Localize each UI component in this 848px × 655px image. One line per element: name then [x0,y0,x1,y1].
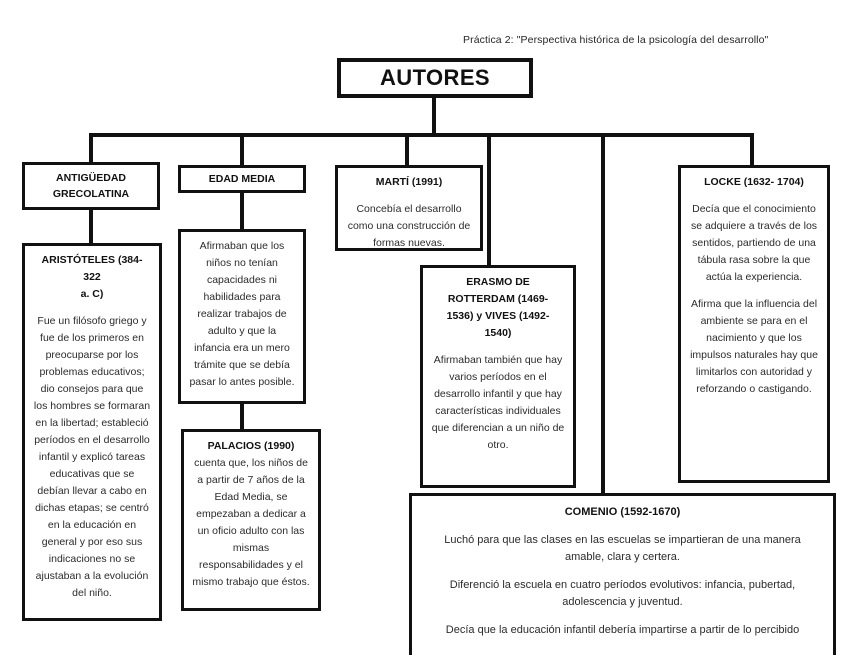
node-locke-title: LOCKE (1632- 1704) [704,176,804,188]
root-node-autores[interactable]: AUTORES [337,58,533,98]
node-edad-media-label: EDAD MEDIA [208,172,276,185]
connector-drop-locke [750,133,754,167]
node-comenio-para1: Luchó para que las clases en las escuela… [444,533,801,564]
node-palacios[interactable]: PALACIOS (1990) cuenta que, los niños de… [181,429,321,611]
node-comenio-para3: Decía que la educación infantil debería … [445,623,800,636]
spacer [33,303,151,313]
node-antiguedad-line1: ANTIGÜEDAD [56,171,126,184]
node-comenio-para2: Diferenció la escuela en cuatro períodos… [449,578,796,609]
root-node-label: AUTORES [380,65,490,90]
spacer [689,286,819,296]
node-palacios-title: PALACIOS (1990) [207,440,295,452]
node-erasmo-title-line3: 1536) y VIVES (1492- [446,310,550,322]
node-palacios-body: cuenta que, los niños de a partir de 7 a… [192,457,310,588]
connector-drop-antiguedad [89,133,93,164]
node-antiguedad-line2: GRECOLATINA [52,188,130,200]
connector-drop-marti [405,133,409,167]
node-erasmo-body: Afirmaban también que hay varios período… [431,354,565,451]
spacer [431,342,565,352]
connector-drop-edad-media [240,133,244,167]
connector-root-stem [432,98,436,136]
node-antiguedad-grecolatina[interactable]: ANTIGÜEDAD GRECOLATINA [22,162,160,210]
node-edad-media-description-body: Afirmaban que los niños no tenían capaci… [189,240,295,388]
node-erasmo-vives[interactable]: ERASMO DE ROTTERDAM (1469- 1536) y VIVES… [420,265,576,488]
node-erasmo-title-line1: ERASMO DE [466,276,530,288]
connector-desc-palacios [240,402,244,431]
node-edad-media[interactable]: EDAD MEDIA [178,165,306,193]
node-comenio[interactable]: COMENIO (1592-1670) Luchó para que las c… [409,493,836,655]
node-aristoteles-body: Fue un filósofo griego y fue de los prim… [33,315,151,599]
connector-edadmedia-desc [240,191,244,231]
node-aristoteles[interactable]: ARISTÓTELES (384- 322 a. C) Fue un filós… [22,243,162,621]
spacer [426,522,819,532]
node-locke-para1: Decía que el conocimiento se adquiere a … [690,203,818,283]
node-marti-title: MARTÍ (1991) [375,176,443,188]
node-marti-body: Concebía el desarrollo como una construc… [347,203,471,249]
node-locke[interactable]: LOCKE (1632- 1704) Decía que el conocimi… [678,165,830,483]
node-locke-para2: Afirma que la influencia del ambiente se… [690,298,818,395]
connector-drop-comenio [601,133,605,495]
node-aristoteles-title-line2: a. C) [80,288,104,300]
page-caption: Práctica 2: "Perspectiva histórica de la… [463,34,769,46]
connector-antiguedad-aristoteles [89,208,93,245]
spacer [346,191,472,201]
node-erasmo-title-line2: ROTTERDAM (1469- [447,293,549,305]
node-aristoteles-title-line1: ARISTÓTELES (384- 322 [41,254,143,283]
connector-drop-erasmo [487,133,491,267]
spacer [426,567,819,577]
spacer [426,612,819,622]
connector-main-bus [89,133,754,137]
node-erasmo-title-line4: 1540) [484,327,512,339]
spacer [689,191,819,201]
node-marti[interactable]: MARTÍ (1991) Concebía el desarrollo como… [335,165,483,251]
node-comenio-title: COMENIO (1592-1670) [564,506,681,518]
node-edad-media-description[interactable]: Afirmaban que los niños no tenían capaci… [178,229,306,404]
